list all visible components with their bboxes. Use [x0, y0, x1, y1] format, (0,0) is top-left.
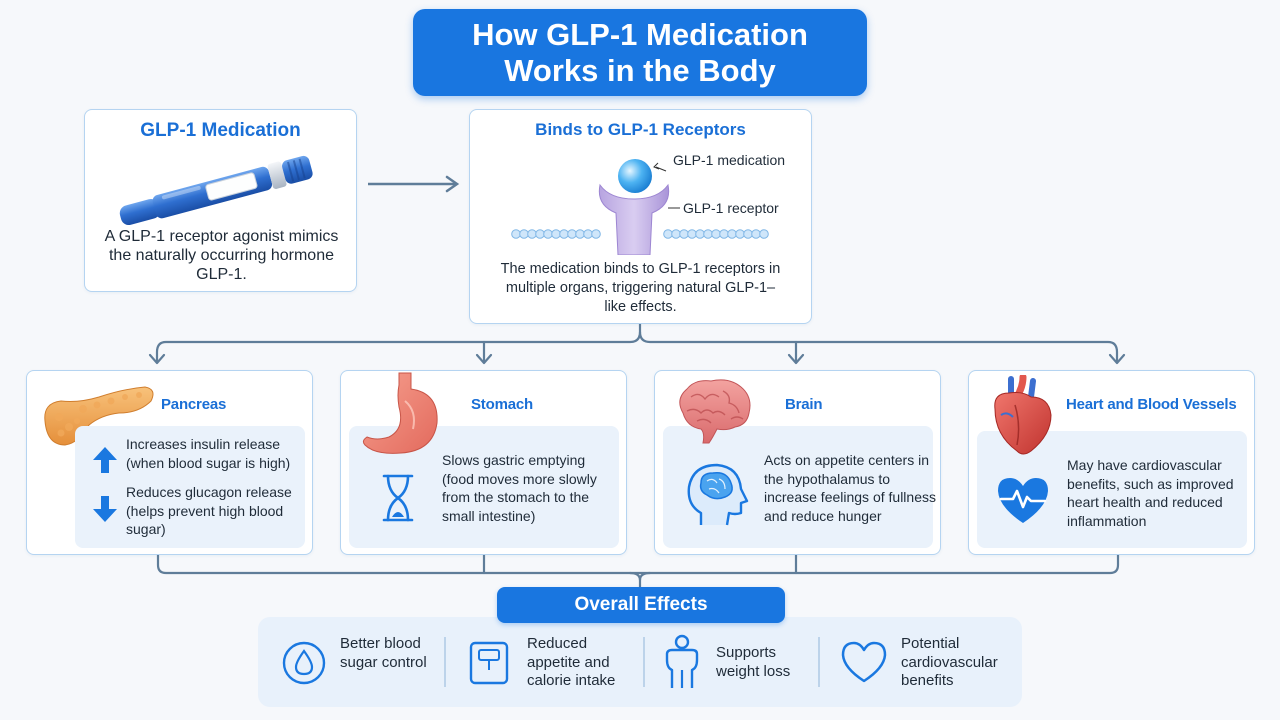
blood-drop-icon [282, 641, 326, 685]
heart-description: May have cardiovascular benefits, such a… [1067, 457, 1234, 529]
effect-appetite: Reduced appetite and calorie intake [527, 635, 616, 689]
medication-molecule [618, 159, 652, 193]
medication-description: A GLP-1 receptor agonist mimics the natu… [104, 228, 339, 283]
injection-pen-icon [119, 155, 313, 226]
stomach-card: Stomach Slows gastric emptying (food mov… [340, 370, 627, 555]
overall-effects-label: Overall Effects [497, 587, 785, 623]
pancreas-effects-panel [75, 426, 305, 548]
scale-icon [469, 641, 509, 685]
heart-title: Heart and Blood Vessels [1066, 396, 1237, 413]
effect-weight-loss: Supports weight loss [716, 644, 791, 680]
effects-divider [643, 637, 645, 687]
overall-effects-panel [258, 617, 1022, 707]
arrow-up-icon [93, 447, 117, 473]
pancreas-icon [44, 386, 154, 446]
arrow-down-icon [93, 496, 117, 522]
medication-card: GLP-1 Medication A GLP-1 receptor ag [84, 109, 357, 292]
medication-title: GLP-1 Medication [140, 120, 301, 141]
page-title: How GLP-1 Medication Works in the Body [472, 16, 808, 88]
effect-cardiovascular: Potential cardiovascular benefits [901, 635, 998, 689]
brain-icon [679, 379, 751, 444]
pancreas-title: Pancreas [161, 396, 227, 413]
head-brain-icon [687, 463, 749, 526]
label-glp1-receptor: GLP-1 receptor [683, 200, 779, 216]
brain-title: Brain [785, 396, 823, 413]
stomach-title: Stomach [471, 396, 533, 413]
hourglass-icon [382, 474, 414, 522]
receptor-shape [598, 183, 670, 255]
stomach-icon [362, 372, 438, 454]
pancreas-card: Pancreas Increases insulin release (when… [26, 370, 313, 555]
heart-organ-icon [994, 375, 1052, 455]
organs-to-overall-connector [156, 551, 1120, 590]
cell-membrane [511, 229, 769, 239]
label-glp1-medication: GLP-1 medication [673, 152, 786, 168]
heart-outline-icon [841, 641, 887, 683]
receptor-binding-illustration [511, 159, 769, 255]
pancreas-point-1: Increases insulin release (when blood su… [126, 436, 291, 471]
effect-blood-sugar: Better blood sugar control [340, 635, 427, 671]
stomach-description: Slows gastric emptying (food moves more … [442, 452, 597, 524]
pancreas-point-2: Reduces glucagon release (helps prevent … [126, 484, 292, 537]
receptor-card: Binds to GLP-1 Receptors [469, 109, 812, 324]
title-banner: How GLP-1 Medication Works in the Body [413, 9, 867, 96]
receptor-title: Binds to GLP-1 Receptors [535, 120, 746, 139]
brain-description: Acts on appetite centers in the hypothal… [764, 452, 936, 524]
effects-divider [818, 637, 820, 687]
brain-card: Brain Acts on appetite centers in the hy… [654, 370, 941, 555]
heart-card: Heart and Blood Vessels May have cardiov… [968, 370, 1255, 555]
heart-pulse-icon [998, 478, 1048, 523]
receptor-description: The medication binds to GLP-1 receptors … [500, 261, 781, 315]
person-icon [665, 634, 699, 688]
effects-divider [444, 637, 446, 687]
receptor-to-organs-connector [148, 320, 1126, 365]
